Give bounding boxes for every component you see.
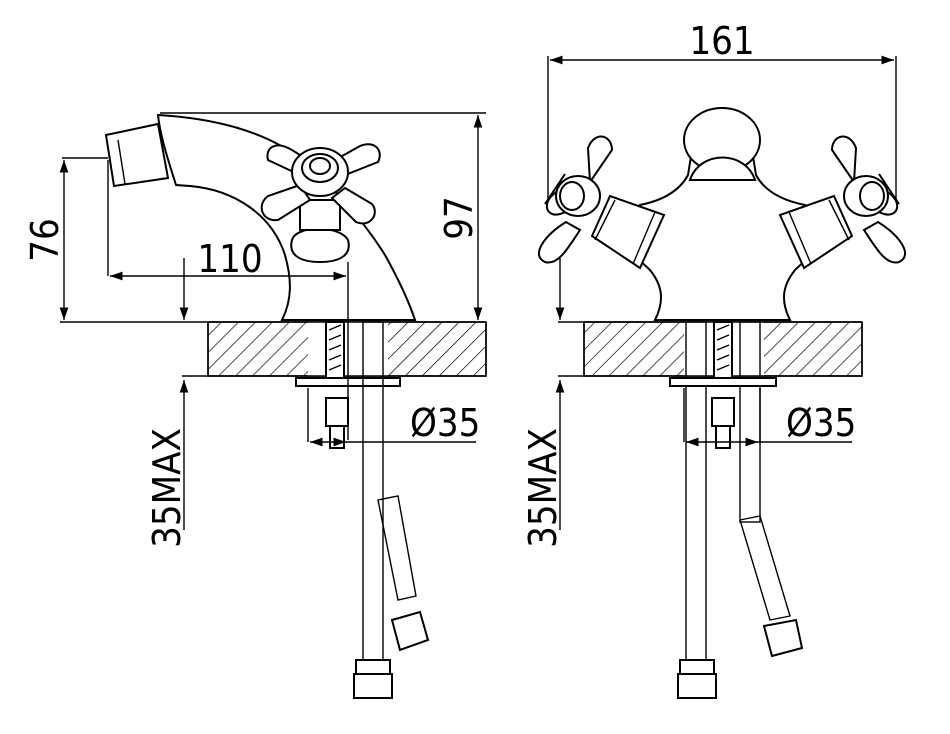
front-faucet-body — [538, 106, 906, 321]
dim-hole-front: Ø35 — [786, 401, 856, 445]
side-mounting — [295, 321, 430, 699]
front-view: 161 Ø35 35MAX — [521, 19, 906, 699]
side-faucet-body — [104, 113, 417, 321]
front-mounting — [669, 321, 804, 699]
dim-161: 161 — [689, 19, 754, 63]
front-dimensions — [547, 55, 897, 530]
front-countertop — [558, 321, 863, 377]
side-dimensions — [59, 112, 486, 530]
dim-97: 97 — [437, 196, 481, 240]
side-view: 76 97 110 Ø35 35MAX — [23, 112, 487, 699]
dim-hole-side: Ø35 — [410, 401, 480, 445]
dim-110: 110 — [197, 237, 262, 281]
dim-35max-front: 35MAX — [521, 428, 565, 548]
dim-76: 76 — [23, 218, 67, 262]
dim-35max-side: 35MAX — [145, 428, 189, 548]
